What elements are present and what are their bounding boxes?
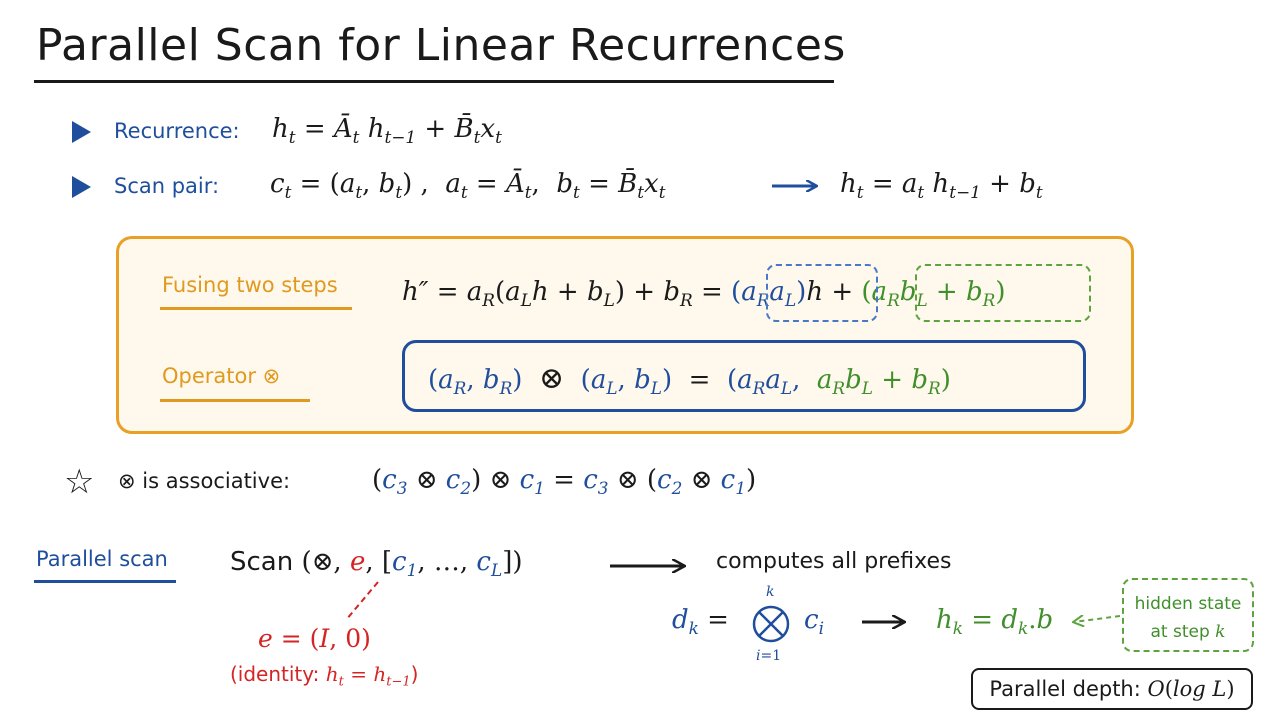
operator-equation: (aR, bR) ⊗ (aL, bL) = (aRaL, aRbL + bR) — [428, 361, 951, 398]
fusing-equation: h″ = aR(aLh + bL) + bR = (aRaL)h + (aRbL… — [402, 277, 1006, 310]
scan-word: Scan — [230, 547, 294, 577]
prefix-lower-limit: i=1 — [756, 648, 782, 664]
parallel-scan-underline — [34, 580, 176, 583]
parallel-scan-label: Parallel scan — [36, 547, 168, 571]
scan-pair-label: Scan pair: — [114, 174, 220, 198]
operator-definition-box — [402, 340, 1086, 412]
title-underline — [34, 80, 834, 83]
star-icon: ☆ — [64, 462, 95, 502]
scan-call: Scan (⊗, e, [c1, …, cL]) — [230, 547, 523, 580]
identity-note: (identity: ht = ht−1) — [230, 662, 419, 690]
recurrence-equation: ht = Āt ht−1 + B̄txt — [272, 114, 502, 147]
hidden-callout-arrow — [1074, 616, 1121, 622]
fusing-label-underline — [160, 307, 352, 310]
prefix-upper-limit: k — [766, 584, 775, 600]
operator-label-underline — [160, 399, 310, 402]
highlight-a-term — [766, 264, 878, 322]
identity-equation: e = (I, 0) — [258, 624, 371, 653]
prefix-lhs: dk = — [672, 605, 729, 638]
bullet-triangle-icon — [72, 176, 91, 198]
highlight-b-term — [915, 264, 1091, 322]
identity-pointer-line — [345, 581, 379, 621]
operator-label: Operator ⊗ — [162, 364, 281, 388]
big-otimes-icon — [752, 605, 790, 643]
parallel-depth-box: Parallel depth: O(log L) — [971, 668, 1253, 710]
scan-pair-equation: ct = (at, bt) , at = Āt, bt = B̄txt — [270, 169, 666, 202]
recurrence-label: Recurrence: — [114, 119, 240, 143]
scan-pair-result-equation: ht = at ht−1 + bt — [840, 169, 1043, 202]
prefix-term: ci — [804, 605, 824, 638]
page-title: Parallel Scan for Linear Recurrences — [36, 20, 846, 71]
fusing-label: Fusing two steps — [162, 273, 338, 297]
hidden-state-line2: at step k — [1150, 622, 1226, 642]
computes-prefixes-text: computes all prefixes — [716, 549, 952, 574]
associative-equation: (c3 ⊗ c2) ⊗ c1 = c3 ⊗ (c2 ⊗ c1) — [372, 465, 757, 498]
hidden-state-callout: hidden state at step k — [1122, 578, 1254, 652]
hidden-state-equation: hk = dk.b — [936, 605, 1054, 638]
associative-label: ⊗ is associative: — [118, 469, 291, 493]
bullet-triangle-icon — [72, 121, 91, 143]
hidden-state-line1: hidden state — [1134, 594, 1242, 614]
